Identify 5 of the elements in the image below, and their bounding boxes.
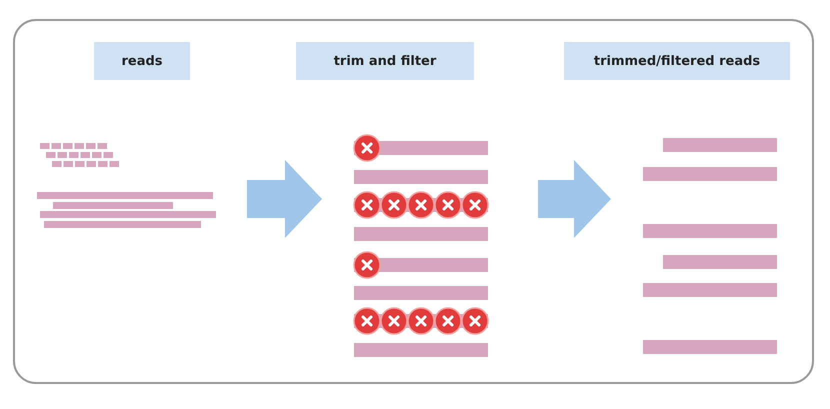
step-heading: reads xyxy=(94,42,190,80)
step-heading: trimmed/filtered reads xyxy=(564,42,790,80)
arrow xyxy=(538,160,611,238)
arrow xyxy=(247,160,322,238)
step-heading: trim and filter xyxy=(296,42,474,80)
